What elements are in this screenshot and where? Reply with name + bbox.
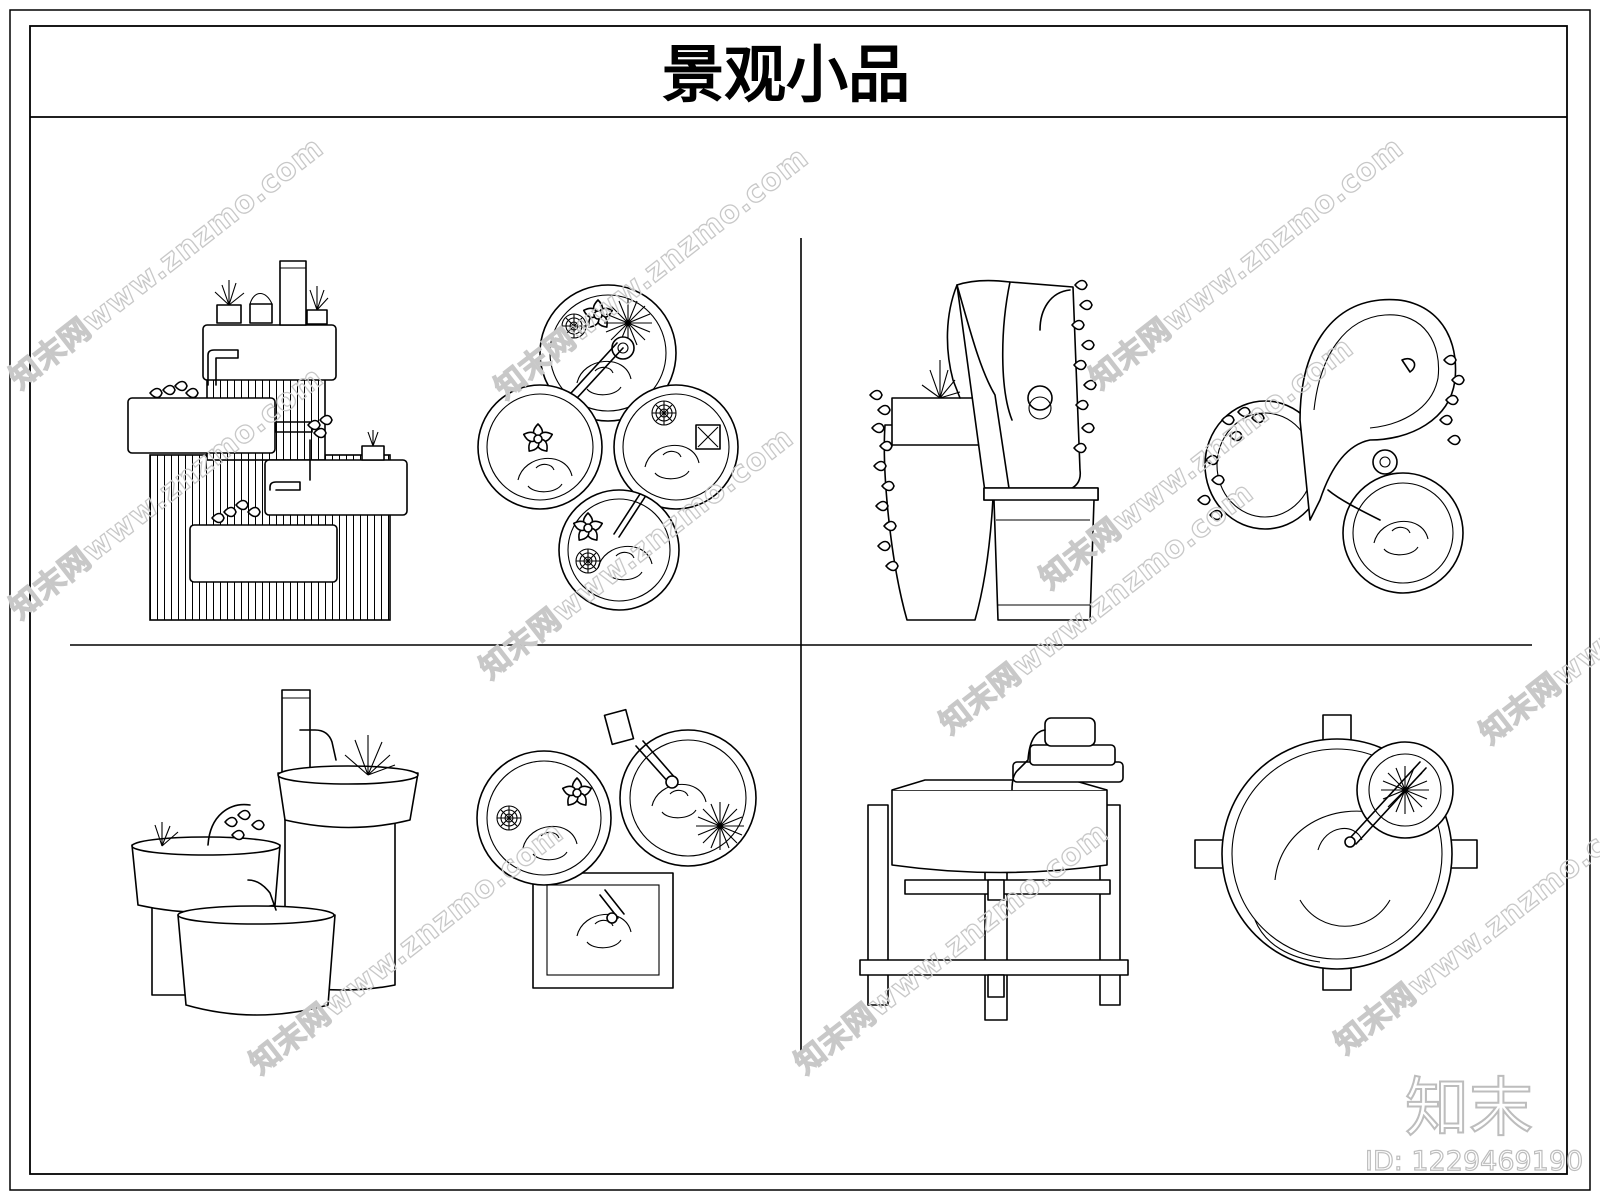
q2-pot-and-bucket-elevation	[869, 279, 1099, 621]
quadrant-dividers	[70, 238, 1532, 1052]
q4-stand-fountain-elevation	[859, 717, 1129, 1021]
q2-pot-and-bucket-plan	[1197, 298, 1465, 594]
sheet-title: 景观小品	[662, 38, 910, 111]
q3-woven-basket-fountain-elevation	[131, 689, 419, 1016]
q3-basket-plan	[476, 708, 757, 989]
znzmo-logo: 知末	[1405, 1072, 1533, 1146]
watermark-text: 知末网www.znzmo.com	[1473, 485, 1600, 751]
drawing-id-label: ID: 1229469190	[1365, 1146, 1583, 1177]
q1-four-bowl-plan	[477, 284, 739, 611]
q1-tiered-fountain-elevation	[127, 260, 408, 621]
q4-stand-fountain-plan	[1194, 714, 1478, 991]
sheet-frame	[9, 9, 1591, 1191]
